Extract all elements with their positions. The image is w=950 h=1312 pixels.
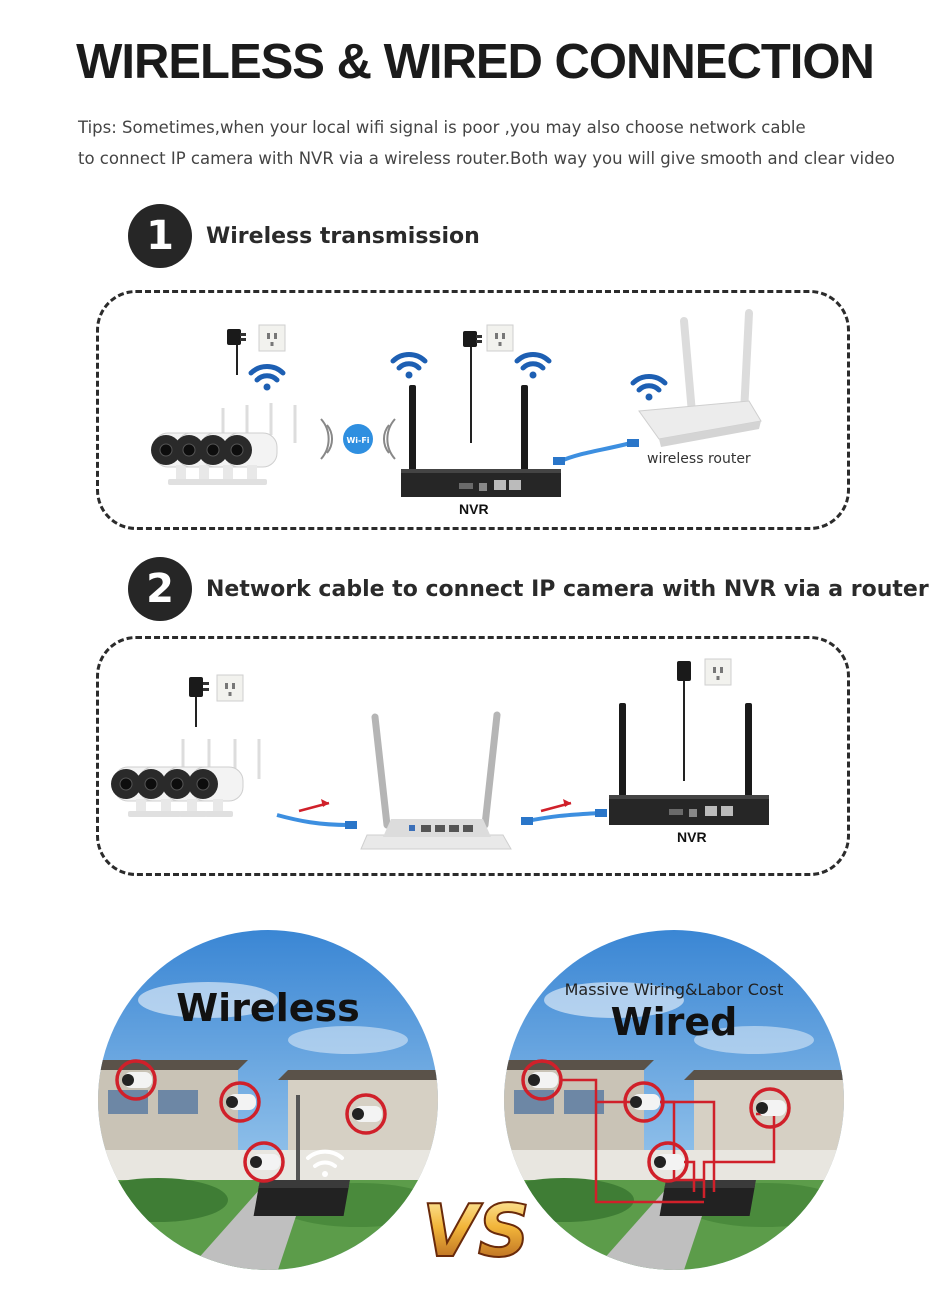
wired-subtitle: Massive Wiring&Labor Cost: [564, 980, 784, 999]
router-icon: [360, 711, 512, 850]
arrow-icon: [297, 797, 331, 813]
power-adapter-icon: [227, 329, 246, 345]
step-label: Network cable to connect IP camera with …: [206, 576, 929, 602]
nvr-icon: [401, 385, 561, 497]
vs-badge: VS: [418, 1180, 538, 1280]
camera-icon: [749, 1087, 791, 1129]
step-2-heading: 2 Network cable to connect IP camera wit…: [128, 557, 929, 621]
wifi-signal-badge-icon: Wi-Fi: [320, 418, 396, 460]
power-adapter-icon: [189, 677, 203, 697]
wall-socket-icon: [258, 324, 286, 352]
wired-diagram: [110, 658, 769, 850]
wired-scene-illustration: [504, 930, 844, 1270]
wifi-icon: [517, 355, 549, 379]
step-1-heading: 1 Wireless transmission: [128, 204, 480, 268]
wired-scene: Massive Wiring&Labor Cost Wired: [504, 930, 844, 1270]
wireless-title: Wireless: [176, 986, 360, 1030]
wifi-icon: [306, 1149, 344, 1177]
camera-group-icon: [110, 739, 261, 818]
power-adapter-icon: [463, 331, 482, 347]
wifi-icon: [251, 367, 283, 391]
wall-socket-icon: [216, 674, 244, 702]
nvr-caption: NVR: [459, 501, 489, 517]
tips-text: Tips: Sometimes,when your local wifi sig…: [78, 112, 898, 174]
camera-icon: [243, 1141, 285, 1183]
camera-icon: [647, 1141, 689, 1183]
wall-socket-icon: [486, 324, 514, 352]
camera-icon: [345, 1093, 387, 1135]
tips-line-2: to connect IP camera with NVR via a wire…: [78, 149, 895, 168]
step-number-badge: 2: [128, 557, 192, 621]
page-title: WIRELESS & WIRED CONNECTION: [76, 35, 875, 89]
cable-icon: [276, 813, 357, 829]
vs-text: VS: [422, 1189, 530, 1273]
wired-title: Wired: [610, 1000, 738, 1044]
router-caption: wireless router: [647, 451, 751, 467]
nvr-icon: [609, 703, 769, 825]
camera-icon: [115, 1059, 157, 1101]
step-number-badge: 1: [128, 204, 192, 268]
camera-icon: [521, 1059, 563, 1101]
cable-icon: [553, 439, 639, 465]
camera-group-icon: [150, 403, 297, 486]
wired-diagram-panel: NVR: [96, 636, 850, 876]
wifi-badge-text: Wi-Fi: [346, 436, 369, 445]
cable-icon: [521, 809, 607, 825]
power-adapter-icon: [677, 661, 691, 681]
tips-line-1: Tips: Sometimes,when your local wifi sig…: [78, 118, 806, 137]
wall-socket-icon: [704, 658, 732, 686]
router-icon: [638, 309, 762, 447]
wifi-icon: [393, 355, 425, 379]
wireless-scene: Wireless: [98, 930, 438, 1270]
wireless-diagram-panel: Wi-Fi NVR: [96, 290, 850, 530]
arrow-icon: [539, 797, 573, 813]
camera-icon: [623, 1081, 665, 1123]
wireless-diagram: Wi-Fi: [150, 309, 762, 497]
wireless-scene-illustration: [98, 930, 438, 1270]
wifi-icon: [633, 377, 665, 401]
camera-icon: [219, 1081, 261, 1123]
step-label: Wireless transmission: [206, 223, 480, 249]
nvr-caption: NVR: [677, 829, 707, 845]
